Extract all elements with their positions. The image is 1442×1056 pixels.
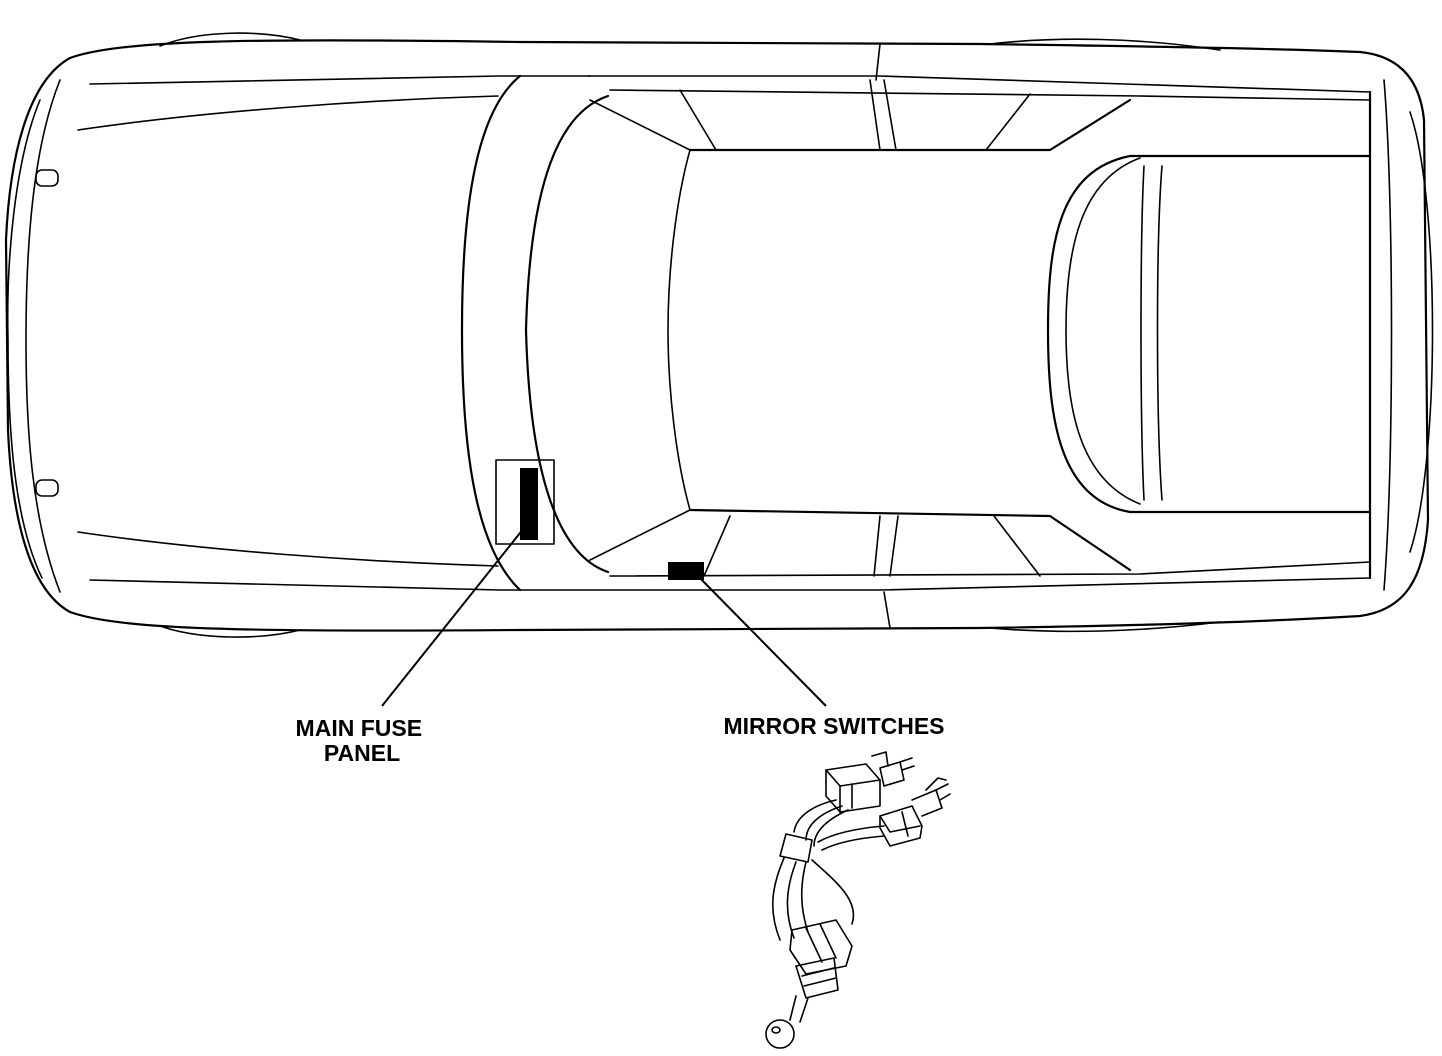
car-top-view xyxy=(4,32,1434,638)
lower-door-seam xyxy=(883,591,891,629)
roof-rail-lower xyxy=(599,577,1371,591)
lower-door-window xyxy=(609,561,1371,577)
hood-lower-crease xyxy=(77,531,499,567)
lower-pillar-c xyxy=(993,515,1041,577)
main-fuse-panel-leader xyxy=(381,527,525,707)
hood-lower-fender xyxy=(89,579,601,591)
rear-end-inner xyxy=(1383,79,1393,591)
rear-window-frame xyxy=(1065,157,1141,505)
harness-clamp xyxy=(779,833,813,863)
right-connector xyxy=(879,777,951,847)
rear-bumper xyxy=(1409,111,1434,553)
upper-pillar-b2 xyxy=(883,79,897,151)
mirror-switches-leader xyxy=(693,571,827,707)
main-fuse-panel-label: MAIN FUSE PANEL xyxy=(296,715,429,766)
front-right-wheel-bulge xyxy=(159,625,301,638)
car-body-outline xyxy=(4,39,1430,632)
upper-pillar-a xyxy=(679,89,717,151)
switch-shaft xyxy=(789,995,809,1023)
main-fuse-panel-marker xyxy=(520,468,538,540)
switch-knob xyxy=(765,1019,795,1049)
hood-upper-fender xyxy=(89,75,591,85)
roof-rail-upper xyxy=(587,75,1371,93)
windshield-glass xyxy=(589,99,691,561)
front-bumper-edge xyxy=(6,99,43,579)
left-headlight-marker xyxy=(35,169,59,187)
lower-pillar-b2 xyxy=(889,515,899,577)
rear-left-wheel-bulge xyxy=(989,38,1221,51)
main-fuse-panel-box xyxy=(495,459,555,545)
windshield-outer xyxy=(524,94,610,574)
harness-lower-wires xyxy=(771,857,855,941)
cowl-line xyxy=(460,74,522,592)
main-fuse-panel-label-line2: PANEL xyxy=(324,740,400,766)
rear-window xyxy=(1046,154,1372,514)
rear-window-inner xyxy=(1140,165,1163,501)
main-fuse-panel-label-line1: MAIN FUSE xyxy=(296,715,423,741)
switch-connector-body xyxy=(789,919,853,975)
rear-right-wheel-bulge xyxy=(989,621,1221,633)
mirror-switches-label: MIRROR SWITCHES xyxy=(723,713,944,739)
upper-door-seam xyxy=(875,43,881,81)
mirror-switch-assembly-illustration xyxy=(765,751,951,1049)
lower-pillar-a xyxy=(703,515,731,577)
front-bumper-inner xyxy=(25,79,61,593)
right-headlight-marker xyxy=(35,479,59,497)
lower-pillar-b1 xyxy=(873,515,881,577)
wire-harness xyxy=(793,799,885,851)
upper-door-window xyxy=(609,89,1371,101)
front-left-wheel-bulge xyxy=(159,32,301,47)
upper-pillar-c xyxy=(985,93,1031,151)
upper-connector xyxy=(825,751,915,813)
hood-upper-crease xyxy=(77,95,499,131)
switch-housing xyxy=(795,957,839,999)
roof-outline xyxy=(688,98,1132,572)
mirror-switch-marker xyxy=(668,562,704,580)
upper-pillar-b1 xyxy=(869,79,881,151)
